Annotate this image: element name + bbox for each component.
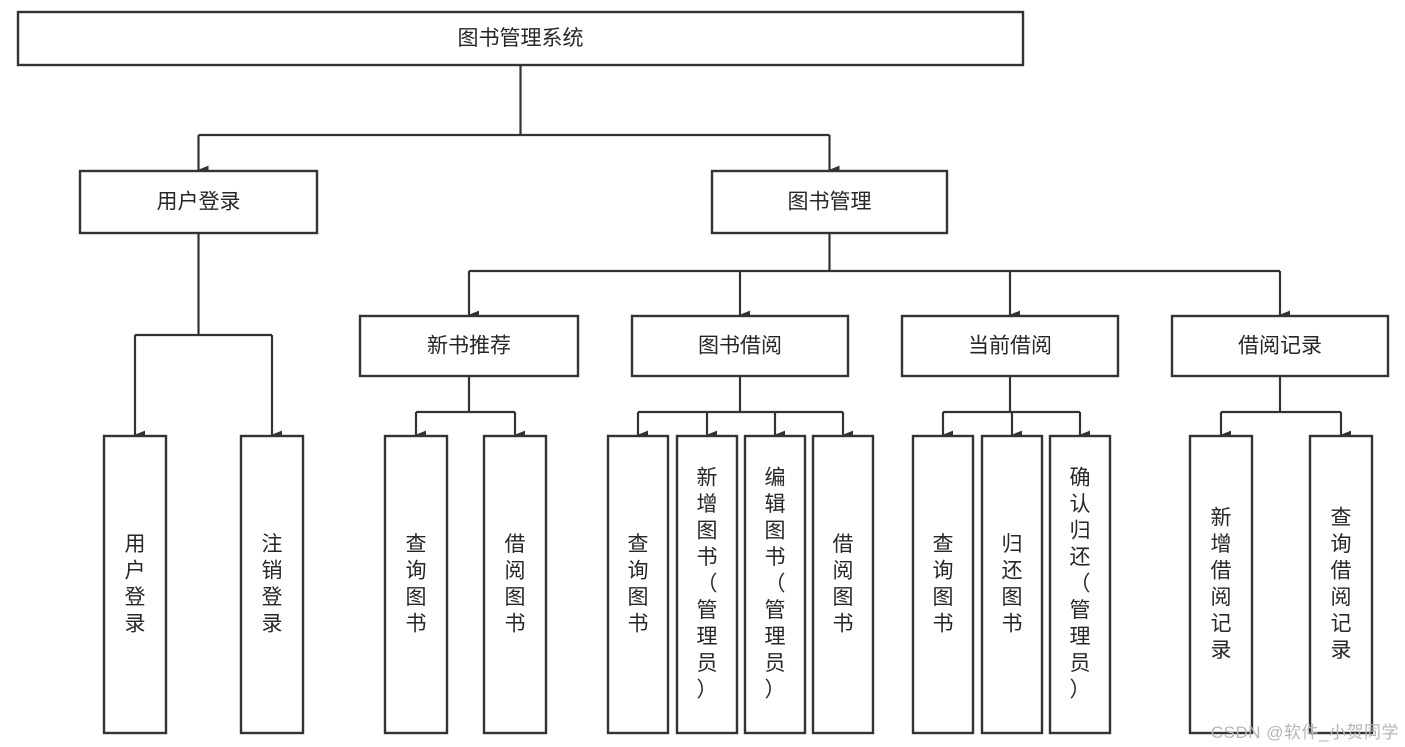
node-box[interactable] [358,314,580,378]
node-box[interactable] [900,314,1120,378]
node-label: 查询借阅记录 [1331,506,1352,662]
node-n3c[interactable]: 当前借阅 [900,314,1120,378]
node-label: 查询图书 [628,533,649,636]
node-label: 归还图书 [1002,533,1023,636]
node-box[interactable] [1170,314,1390,378]
node-box[interactable] [1308,434,1374,735]
connector-group-n3b [636,376,854,440]
connector-group-n3c [941,376,1091,440]
node-label: 注销登录 [262,533,283,636]
connector-group-n2a [133,233,283,440]
node-box[interactable] [102,434,168,735]
connector-group-root [197,65,840,175]
node-n3a[interactable]: 新书推荐 [358,314,580,378]
node-box[interactable] [630,314,850,378]
node-l12[interactable]: 新增借阅记录 [1188,434,1254,735]
node-l7[interactable]: 编辑图书（管理员） [743,434,807,735]
node-l8[interactable]: 借阅图书 [811,434,875,735]
node-label: 查询图书 [933,533,954,636]
node-l6[interactable]: 新增图书（管理员） [675,434,739,735]
node-box[interactable] [606,434,670,735]
node-box[interactable] [675,434,739,735]
node-label: 图书借阅 [698,335,782,358]
node-label: 借阅记录 [1238,335,1322,358]
node-l13[interactable]: 查询借阅记录 [1308,434,1374,735]
node-n3b[interactable]: 图书借阅 [630,314,850,378]
node-l5[interactable]: 查询图书 [606,434,670,735]
node-label: 编辑图书（管理员） [765,467,786,702]
node-n2b[interactable]: 图书管理 [710,169,949,235]
connector-group-n3a [414,376,526,440]
node-box[interactable] [383,434,449,735]
node-l9[interactable]: 查询图书 [911,434,975,735]
connector-layer [133,65,1352,440]
node-l1[interactable]: 用户登录 [102,434,168,735]
node-layer: 图书管理系统用户登录图书管理新书推荐图书借阅当前借阅借阅记录用户登录注销登录查询… [16,10,1390,735]
node-l3[interactable]: 查询图书 [383,434,449,735]
node-box[interactable] [1188,434,1254,735]
node-box[interactable] [710,169,949,235]
node-box[interactable] [78,169,319,235]
node-n2a[interactable]: 用户登录 [78,169,319,235]
node-box[interactable] [911,434,975,735]
csdn-watermark: CSDN @软件_小贺同学 [1210,723,1399,742]
node-label: 图书管理 [788,191,872,214]
node-l11[interactable]: 确认归还（管理员） [1048,434,1112,735]
node-l2[interactable]: 注销登录 [239,434,305,735]
node-n3d[interactable]: 借阅记录 [1170,314,1390,378]
node-root[interactable]: 图书管理系统 [16,10,1025,67]
connector-group-n2b [467,233,1291,320]
node-box[interactable] [16,10,1025,67]
connector-group-n3d [1219,376,1352,440]
node-label: 当前借阅 [968,335,1052,358]
node-box[interactable] [1048,434,1112,735]
node-label: 借阅图书 [833,533,854,636]
node-l10[interactable]: 归还图书 [980,434,1044,735]
node-box[interactable] [482,434,548,735]
node-label: 用户登录 [157,191,241,214]
node-label: 新书推荐 [427,335,511,358]
node-box[interactable] [239,434,305,735]
node-box[interactable] [743,434,807,735]
node-label: 借阅图书 [505,533,526,636]
node-label: 用户登录 [125,533,146,636]
node-label: 确认归还（管理员） [1070,467,1091,702]
node-label: 新增借阅记录 [1211,506,1232,662]
node-label: 查询图书 [406,533,427,636]
node-box[interactable] [980,434,1044,735]
node-label: 图书管理系统 [458,27,584,50]
node-box[interactable] [811,434,875,735]
node-label: 新增图书（管理员） [697,467,718,702]
node-l4[interactable]: 借阅图书 [482,434,548,735]
